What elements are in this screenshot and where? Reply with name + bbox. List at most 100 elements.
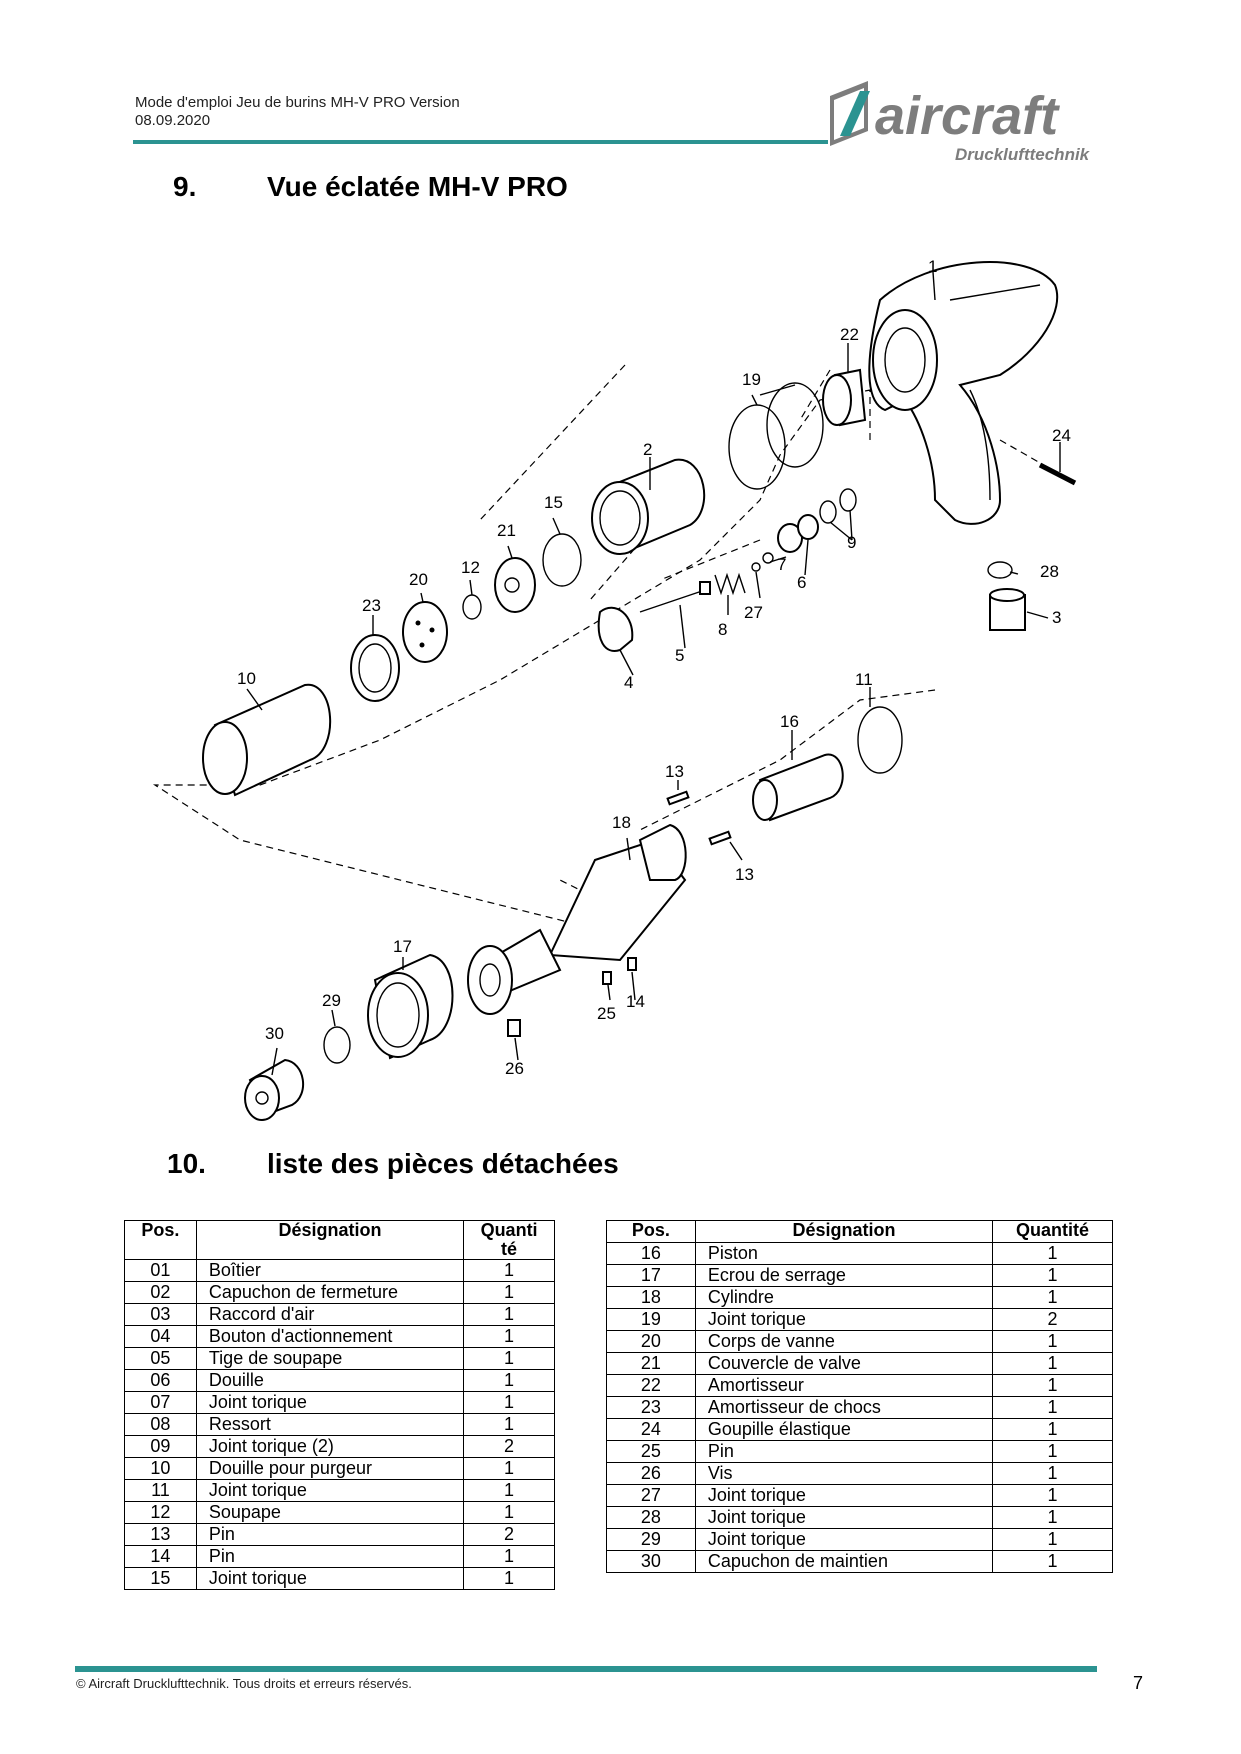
piston-part <box>752 753 844 822</box>
part-position: 15 <box>124 1567 197 1590</box>
label-23: 23 <box>362 596 381 615</box>
label-8: 8 <box>718 620 727 639</box>
section-10-title: liste des pièces détachées <box>267 1148 619 1179</box>
section-9-number: 9. <box>173 171 197 202</box>
part-position: 04 <box>124 1325 197 1348</box>
part-quantity: 1 <box>992 1330 1113 1353</box>
trigger-button-part <box>597 606 634 652</box>
cylinder-part <box>467 823 687 1015</box>
label-13-bottom: 13 <box>735 865 754 884</box>
part-position: 21 <box>606 1352 696 1375</box>
part-designation: Ecrou de serrage <box>694 1264 994 1287</box>
part-designation: Cylindre <box>694 1286 994 1309</box>
part-designation: Capuchon de fermeture <box>195 1281 465 1304</box>
label-21: 21 <box>497 521 516 540</box>
part-position: 17 <box>606 1264 696 1287</box>
label-19: 19 <box>742 370 761 389</box>
part-quantity: 1 <box>992 1264 1113 1287</box>
part-quantity: 1 <box>463 1325 555 1348</box>
part-quantity: 1 <box>463 1369 555 1392</box>
label-18: 18 <box>612 813 631 832</box>
part-designation: Goupille élastique <box>694 1418 994 1441</box>
pin-13a <box>666 790 690 806</box>
label-30: 30 <box>265 1024 284 1043</box>
part-quantity: 1 <box>992 1242 1113 1265</box>
screw-26 <box>507 1019 521 1037</box>
part-designation: Joint torique <box>195 1479 465 1502</box>
part-designation: Pin <box>195 1523 465 1546</box>
logo-wordmark: aircraft <box>875 86 1060 146</box>
part-position: 03 <box>124 1303 197 1326</box>
aircraft-logo: aircraft Drucklufttechnik <box>830 81 1091 164</box>
part-position: 18 <box>606 1286 696 1309</box>
label-7: 7 <box>777 555 786 574</box>
part-quantity: 1 <box>463 1501 555 1524</box>
pin-14 <box>627 957 637 971</box>
closing-cap-part <box>591 458 706 555</box>
part-quantity: 1 <box>992 1550 1113 1573</box>
valve-cover-part <box>494 557 536 613</box>
o-ring-9a <box>819 500 837 524</box>
col-qty-header-line1: Quanti <box>480 1220 538 1240</box>
o-ring-15 <box>542 533 582 587</box>
part-designation: Corps de vanne <box>694 1330 994 1353</box>
pin-13b <box>708 830 732 846</box>
o-ring-28 <box>987 561 1013 579</box>
part-position: 24 <box>606 1418 696 1441</box>
header-rule <box>133 140 828 144</box>
part-quantity: 1 <box>992 1286 1113 1309</box>
part-designation: Amortisseur <box>694 1374 994 1397</box>
part-position: 01 <box>124 1259 197 1282</box>
part-quantity: 1 <box>463 1303 555 1326</box>
part-position: 05 <box>124 1347 197 1370</box>
col-pos-header: Pos. <box>124 1220 197 1260</box>
retaining-cap-part <box>244 1058 305 1121</box>
label-24: 24 <box>1052 426 1071 445</box>
part-position: 10 <box>124 1457 197 1480</box>
col-qty-header: Quanti té <box>463 1220 555 1260</box>
label-14: 14 <box>626 992 645 1011</box>
part-position: 14 <box>124 1545 197 1568</box>
part-designation: Joint torique <box>694 1484 994 1507</box>
label-15: 15 <box>544 493 563 512</box>
part-quantity: 1 <box>992 1484 1113 1507</box>
o-ring-27 <box>751 562 761 572</box>
page-number: 7 <box>1133 1673 1144 1693</box>
air-fitting-part <box>989 588 1026 631</box>
part-position: 09 <box>124 1435 197 1458</box>
label-25: 25 <box>597 1004 616 1023</box>
purge-sleeve-part <box>202 683 331 797</box>
part-designation: Ressort <box>195 1413 465 1436</box>
part-designation: Soupape <box>195 1501 465 1524</box>
part-position: 23 <box>606 1396 696 1419</box>
part-quantity: 1 <box>992 1440 1113 1463</box>
part-position: 27 <box>606 1484 696 1507</box>
part-quantity: 1 <box>463 1457 555 1480</box>
label-1: 1 <box>928 257 937 276</box>
label-26: 26 <box>505 1059 524 1078</box>
label-5: 5 <box>675 646 684 665</box>
o-ring-29 <box>323 1026 351 1064</box>
part-position: 12 <box>124 1501 197 1524</box>
part-position: 25 <box>606 1440 696 1463</box>
part-designation: Joint torique <box>195 1567 465 1590</box>
leader-lines <box>246 271 1061 1076</box>
part-quantity: 1 <box>463 1391 555 1414</box>
